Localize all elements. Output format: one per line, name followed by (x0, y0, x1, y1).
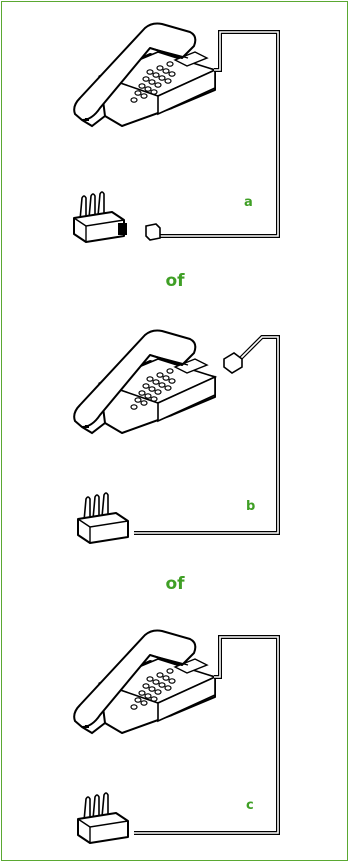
option-b-illustration (0, 315, 350, 555)
option-b-label: b (246, 499, 255, 514)
option-c-illustration (0, 615, 350, 855)
option-a-illustration (0, 18, 350, 248)
separator-1: of (0, 271, 350, 291)
separator-2: of (0, 574, 350, 594)
option-b-panel: b (0, 315, 350, 555)
option-a-panel: a (0, 18, 350, 248)
option-a-label: a (244, 195, 253, 210)
option-c-panel: c (0, 615, 350, 855)
option-c-label: c (246, 798, 254, 813)
